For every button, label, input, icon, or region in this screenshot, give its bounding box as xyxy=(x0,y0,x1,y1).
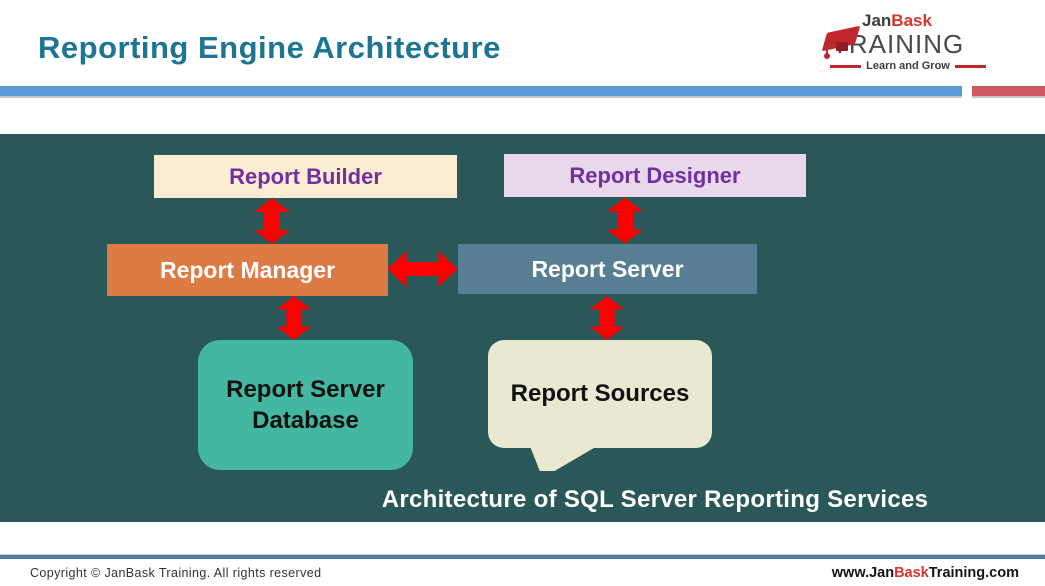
footer: Copyright © JanBask Training. All rights… xyxy=(0,559,1045,586)
box-report-server-database: Report Server Database xyxy=(198,340,413,470)
arrow-designer-server-icon xyxy=(607,197,643,244)
cap-base xyxy=(836,42,848,51)
website-link[interactable]: www.JanBaskTraining.com xyxy=(832,565,1019,581)
diagram-caption: Architecture of SQL Server Reporting Ser… xyxy=(381,486,929,513)
page-title: Reporting Engine Architecture xyxy=(38,30,501,65)
brand-tagline: Learn and Grow xyxy=(866,60,950,72)
website-prefix: www.Jan xyxy=(831,564,895,581)
brand-logo: JanBask TRAINING Learn and Grow xyxy=(821,12,991,82)
footer-rule xyxy=(0,554,1045,559)
brand-name-bask: Bask xyxy=(891,11,932,30)
header-accent-bar xyxy=(0,86,1045,96)
diagram-panel: Report Builder Report Designer Report Ma… xyxy=(0,134,1045,522)
box-report-designer: Report Designer xyxy=(504,154,806,197)
graduation-cap-icon xyxy=(820,22,868,64)
box-report-sources: Report Sources xyxy=(488,340,712,448)
copyright-text: Copyright © JanBask Training. All rights… xyxy=(30,565,322,580)
box-report-server: Report Server xyxy=(458,244,757,294)
arrow-manager-server-icon xyxy=(387,251,458,287)
tagline-rule-right xyxy=(954,64,986,68)
arrow-manager-database-icon xyxy=(276,296,312,340)
brand-name-jan: Jan xyxy=(862,11,892,30)
accent-bar-gap xyxy=(962,86,972,96)
brand-tagline-row: Learn and Grow xyxy=(830,60,986,72)
website-training: Training xyxy=(928,564,986,581)
website-bask: Bask xyxy=(894,564,929,581)
tagline-rule-left xyxy=(830,64,862,68)
website-tld: .com xyxy=(985,564,1019,581)
accent-bar-red xyxy=(972,86,1045,96)
arrow-server-sources-icon xyxy=(589,296,625,340)
box-report-builder: Report Builder xyxy=(154,155,457,198)
accent-bar-blue xyxy=(0,86,962,96)
brand-name: JanBask xyxy=(862,12,991,29)
box-report-manager: Report Manager xyxy=(107,244,388,296)
report-sources-bubble-tail xyxy=(529,445,599,471)
arrow-builder-manager-icon xyxy=(254,198,290,244)
